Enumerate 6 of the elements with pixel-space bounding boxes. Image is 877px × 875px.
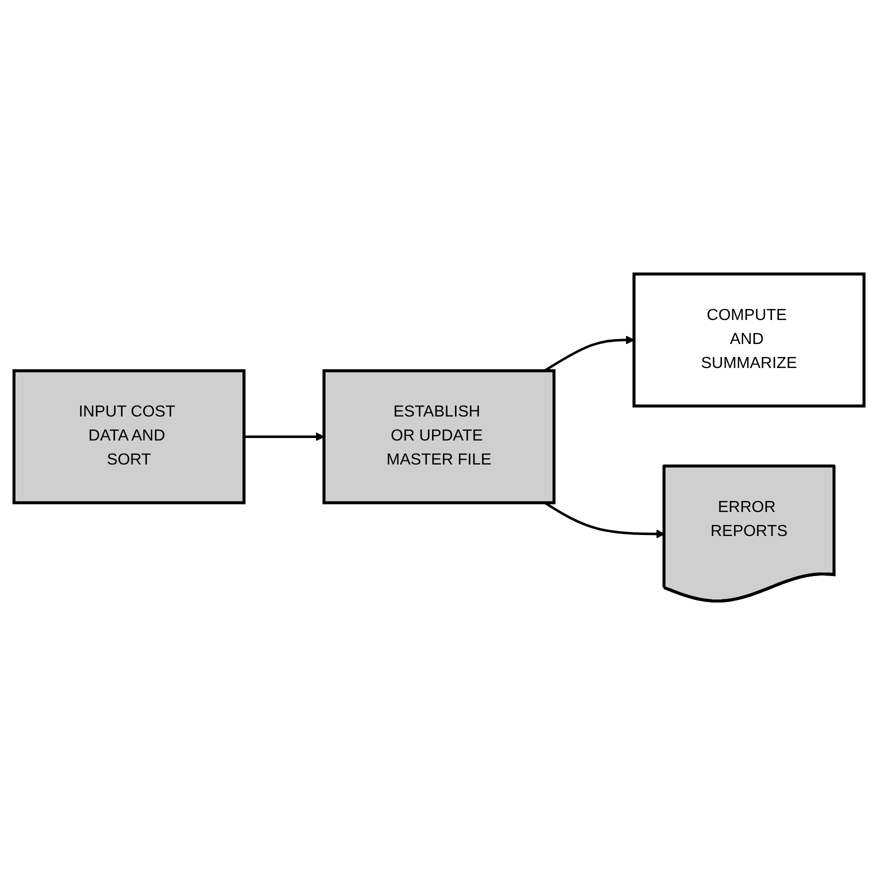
arrow [544, 336, 634, 372]
arrow [544, 502, 664, 538]
node-box: ESTABLISH OR UPDATE MASTER FILE [322, 369, 555, 504]
node-box: COMPUTE AND SUMMARIZE [632, 272, 865, 408]
arrow [244, 432, 324, 442]
node-box: INPUT COST DATA AND SORT [12, 369, 245, 504]
